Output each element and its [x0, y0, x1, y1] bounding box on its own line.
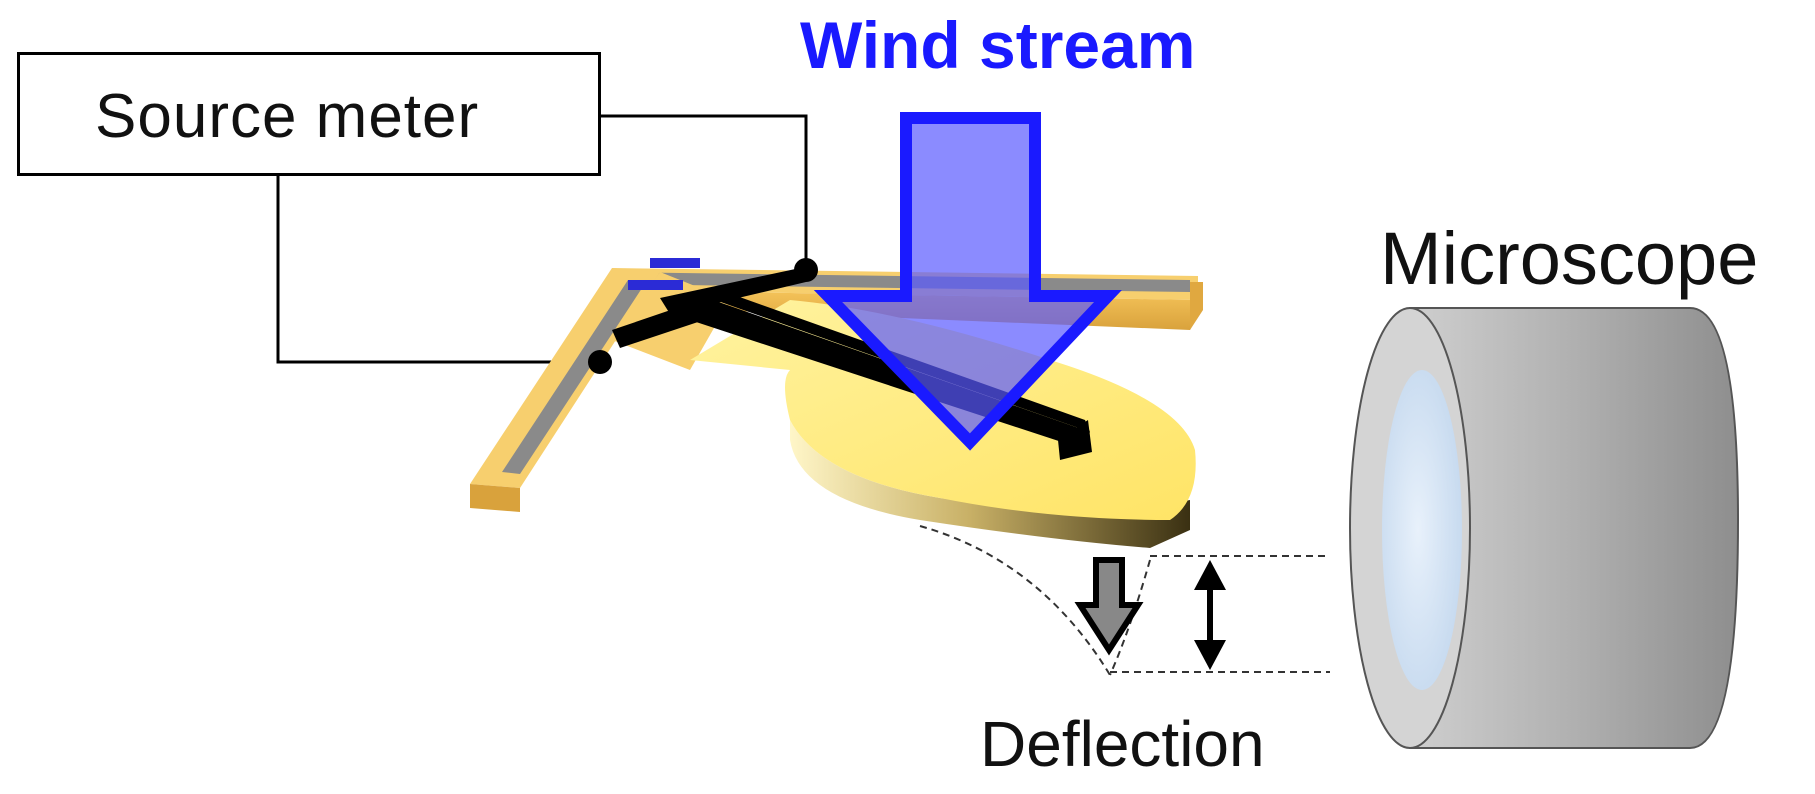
source-meter-label: Source meter	[95, 82, 480, 151]
junction-dot	[588, 350, 612, 374]
wind-arrow	[813, 112, 1122, 451]
contact-pad	[650, 258, 700, 268]
source-meter-box	[17, 52, 601, 176]
wire-left	[276, 176, 600, 364]
microscope-lens	[1382, 370, 1462, 690]
deflection-label: Deflection	[980, 708, 1265, 780]
microscope	[1349, 307, 1740, 749]
wind-stream-label: Wind stream	[800, 8, 1196, 82]
contact-pad	[628, 280, 683, 290]
deflected-outline	[919, 525, 1111, 676]
microscope-label: Microscope	[1380, 217, 1759, 300]
wire-right	[601, 114, 808, 270]
junction-dot	[794, 258, 818, 282]
deflection-indicator	[1074, 555, 1330, 673]
